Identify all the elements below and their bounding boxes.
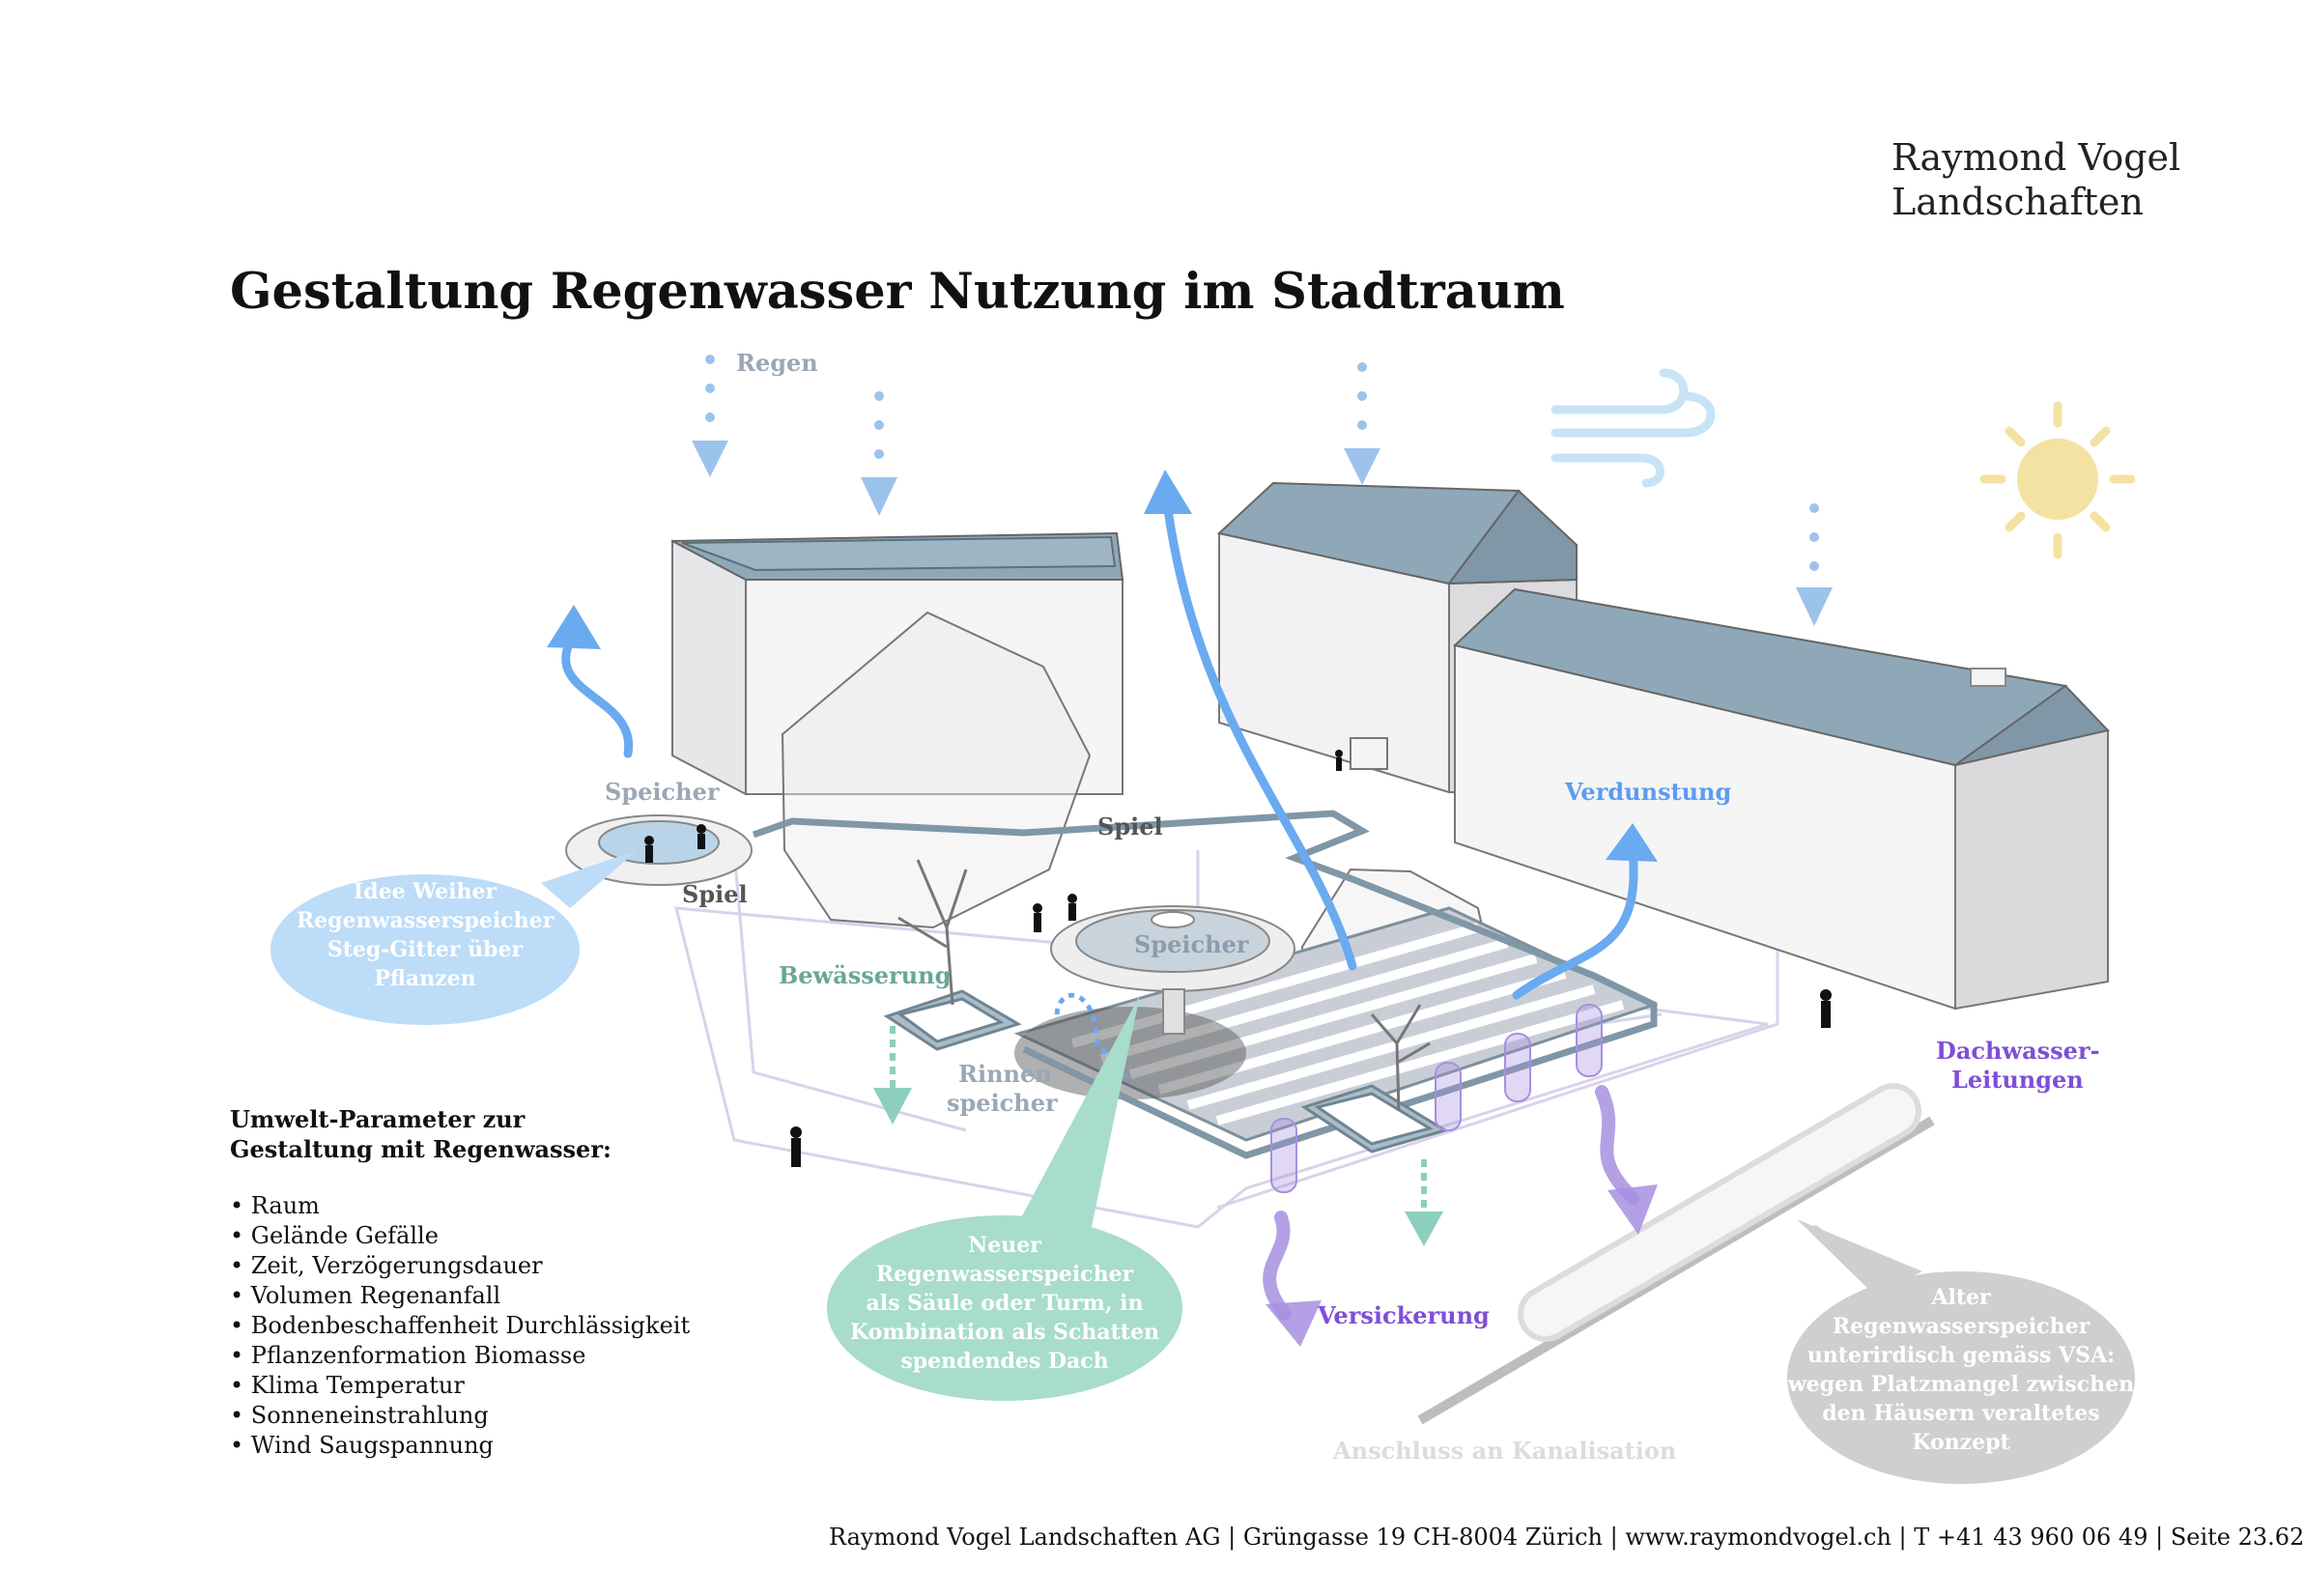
parameter-item: Raum	[230, 1191, 690, 1221]
rain-drop-icon	[692, 355, 1833, 626]
bubble-alter-line-6: Konzept	[1912, 1430, 2010, 1455]
evaporation-arrows	[561, 498, 1638, 1000]
central-storage	[1050, 905, 1295, 1035]
label-spiel-lower: Spiel	[682, 880, 748, 908]
bubble-neuer-line-3: als Säule oder Turm, in	[867, 1291, 1144, 1316]
parameter-item: Volumen Regenanfall	[230, 1281, 690, 1311]
label-dachwasser-2: Leitungen	[1951, 1066, 2084, 1094]
parameter-item: Wind Saugspannung	[230, 1431, 690, 1461]
infiltration-cylinders	[1270, 1004, 1603, 1193]
people-figures	[644, 750, 1832, 1167]
label-verdunstung: Verdunstung	[1564, 778, 1732, 806]
planter-boxes	[883, 989, 1449, 1154]
infiltration-arrowheads	[1266, 1184, 1658, 1347]
parameters-heading-line-2: Gestaltung mit Regenwasser:	[230, 1135, 612, 1163]
wind-icon	[1550, 368, 1716, 488]
label-speicher-left: Speicher	[605, 778, 720, 806]
diagram-labels: Regen Speicher Spiel Spiel Bewässerung S…	[605, 349, 2100, 1465]
bubble-weiher-line-2: Regenwasserspeicher	[297, 908, 555, 933]
evaporation-arrowheads	[547, 470, 1658, 862]
label-rinnen-2: speicher	[947, 1089, 1058, 1117]
trees	[897, 859, 1431, 1112]
bubble-weiher-line-4: Pflanzen	[374, 966, 475, 991]
parameters-heading: Umwelt-Parameter zur Gestaltung mit Rege…	[230, 1104, 612, 1164]
bubble-neuer-line-5: spendendes Dach	[900, 1349, 1108, 1374]
parameter-item: Gelände Gefälle	[230, 1221, 690, 1251]
infiltration-arrows	[1263, 1085, 1639, 1321]
bubble-alter-line-4: wegen Platzmangel zwischen	[1787, 1372, 2134, 1397]
irrigation-arrows	[873, 1026, 1443, 1246]
parameter-item: Zeit, Verzögerungsdauer	[230, 1251, 690, 1281]
sun-icon	[1979, 401, 2136, 559]
bubble-alter-line-3: unterirdisch gemäss VSA:	[1807, 1343, 2115, 1368]
building-left	[671, 531, 1124, 796]
parameters-heading-line-1: Umwelt-Parameter zur	[230, 1105, 526, 1133]
label-versickerung: Versickerung	[1317, 1301, 1490, 1329]
brand-logo: Raymond Vogel Landschaften	[1892, 135, 2180, 224]
parameter-item: Bodenbeschaffenheit Durchlässigkeit	[230, 1311, 690, 1341]
parameters-list: Raum Gelände Gefälle Zeit, Verzögerungsd…	[230, 1191, 690, 1461]
old-underground-pipe	[1417, 1083, 1935, 1425]
water-channels	[752, 810, 1658, 1159]
label-rinnen-1: Rinnen	[958, 1060, 1052, 1088]
bubble-weiher-line-1: Idee Weiher	[354, 879, 498, 904]
brand-line-2: Landschaften	[1892, 181, 2144, 223]
parameter-item: Sonneneinstrahlung	[230, 1401, 690, 1431]
building-right	[1452, 587, 2110, 1011]
bubble-weiher: Idee Weiher Regenwasserspeicher Steg-Git…	[270, 850, 638, 1025]
parameter-item: Klima Temperatur	[230, 1371, 690, 1401]
bubble-neuer: Neuer Regenwasserspeicher als Säule oder…	[827, 995, 1182, 1401]
label-spiel-upper: Spiel	[1097, 812, 1163, 841]
bubble-neuer-line-4: Kombination als Schatten	[850, 1320, 1159, 1345]
label-dachwasser-1: Dachwasser-	[1936, 1037, 2100, 1065]
brand-line-1: Raymond Vogel	[1892, 136, 2181, 179]
bubble-alter-line-1: Alter	[1930, 1285, 1991, 1310]
bubble-alter-line-5: den Häusern veraltetes	[1822, 1401, 2099, 1426]
page-title: Gestaltung Regenwasser Nutzung im Stadtr…	[230, 263, 1565, 321]
label-kanalisation: Anschluss an Kanalisation	[1332, 1437, 1676, 1465]
label-regen: Regen	[736, 349, 818, 377]
bubble-neuer-line-2: Regenwasserspeicher	[876, 1262, 1134, 1287]
bubble-alter: Alter Regenwasserspeicher unterirdisch g…	[1787, 1219, 2135, 1484]
parameter-item: Pflanzenformation Biomasse	[230, 1341, 690, 1371]
bubble-neuer-line-1: Neuer	[968, 1233, 1041, 1258]
label-bewaesserung: Bewässerung	[779, 961, 952, 989]
bubble-weiher-line-3: Steg-Gitter über	[327, 937, 524, 962]
label-speicher-center: Speicher	[1134, 930, 1249, 958]
bubble-alter-line-2: Regenwasserspeicher	[1833, 1314, 2091, 1339]
plaza-stripes	[1013, 906, 1659, 1142]
page-footer: Raymond Vogel Landschaften AG | Grüngass…	[829, 1524, 2304, 1551]
